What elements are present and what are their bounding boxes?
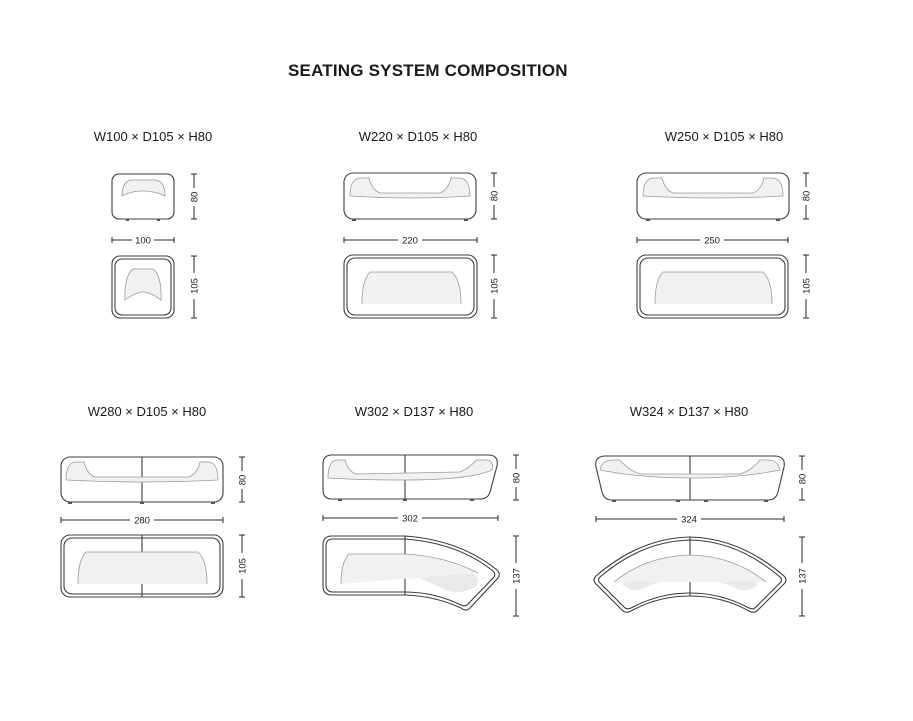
module-4-width-dim: 280 xyxy=(134,516,150,527)
module-1-width-dim: 100 xyxy=(135,236,151,247)
module-4-height-dim: 80 xyxy=(238,475,249,486)
module-2-front-view xyxy=(343,172,477,221)
module-4-depth-dim: 105 xyxy=(238,558,249,574)
module-1-dimensions: 100 80 105 xyxy=(111,173,201,319)
module-6-width-dim: 324 xyxy=(681,515,697,526)
module-5-height-dim: 80 xyxy=(512,473,523,484)
module-4-label: W280 × D105 × H80 xyxy=(87,404,207,419)
module-1-label: W100 × D105 × H80 xyxy=(93,129,213,144)
module-2-plan-view xyxy=(343,254,478,319)
module-5-depth-dim: 137 xyxy=(512,568,523,584)
module-4-dimensions: 280 80 105 xyxy=(60,456,249,598)
module-5-plan-view xyxy=(322,535,500,611)
module-3-height-dim: 80 xyxy=(802,191,813,202)
module-1-front-view xyxy=(111,173,175,221)
module-6-height-dim: 80 xyxy=(798,474,809,485)
module-2-depth-dim: 105 xyxy=(490,278,501,294)
module-6-plan-view xyxy=(593,536,787,613)
module-1-plan-view xyxy=(111,255,175,319)
module-3-label: W250 × D105 × H80 xyxy=(664,129,784,144)
module-6-dimensions: 324 80 137 xyxy=(595,455,809,617)
module-5-dimensions: 302 80 137 xyxy=(322,454,523,617)
module-2-label: W220 × D105 × H80 xyxy=(358,129,478,144)
module-4-plan-view xyxy=(60,534,224,598)
module-3-front-view xyxy=(636,172,790,221)
module-4-front-view xyxy=(60,456,224,504)
module-6-depth-dim: 137 xyxy=(798,568,809,584)
module-3-plan-view xyxy=(636,254,789,319)
module-5-width-dim: 302 xyxy=(402,514,418,525)
module-1-depth-dim: 105 xyxy=(190,278,201,294)
module-2-width-dim: 220 xyxy=(402,236,418,247)
module-3-depth-dim: 105 xyxy=(802,278,813,294)
module-3-dimensions: 250 80 105 xyxy=(636,172,813,319)
module-2-dimensions: 220 80 105 xyxy=(343,172,501,319)
module-5-front-view xyxy=(322,454,498,501)
module-1-height-dim: 80 xyxy=(190,192,201,203)
module-5-label: W302 × D137 × H80 xyxy=(354,404,474,419)
module-6-front-view xyxy=(595,455,785,502)
page-title: SEATING SYSTEM COMPOSITION xyxy=(288,61,568,80)
module-2-height-dim: 80 xyxy=(490,191,501,202)
module-3-width-dim: 250 xyxy=(704,236,720,247)
module-6-label: W324 × D137 × H80 xyxy=(629,404,749,419)
